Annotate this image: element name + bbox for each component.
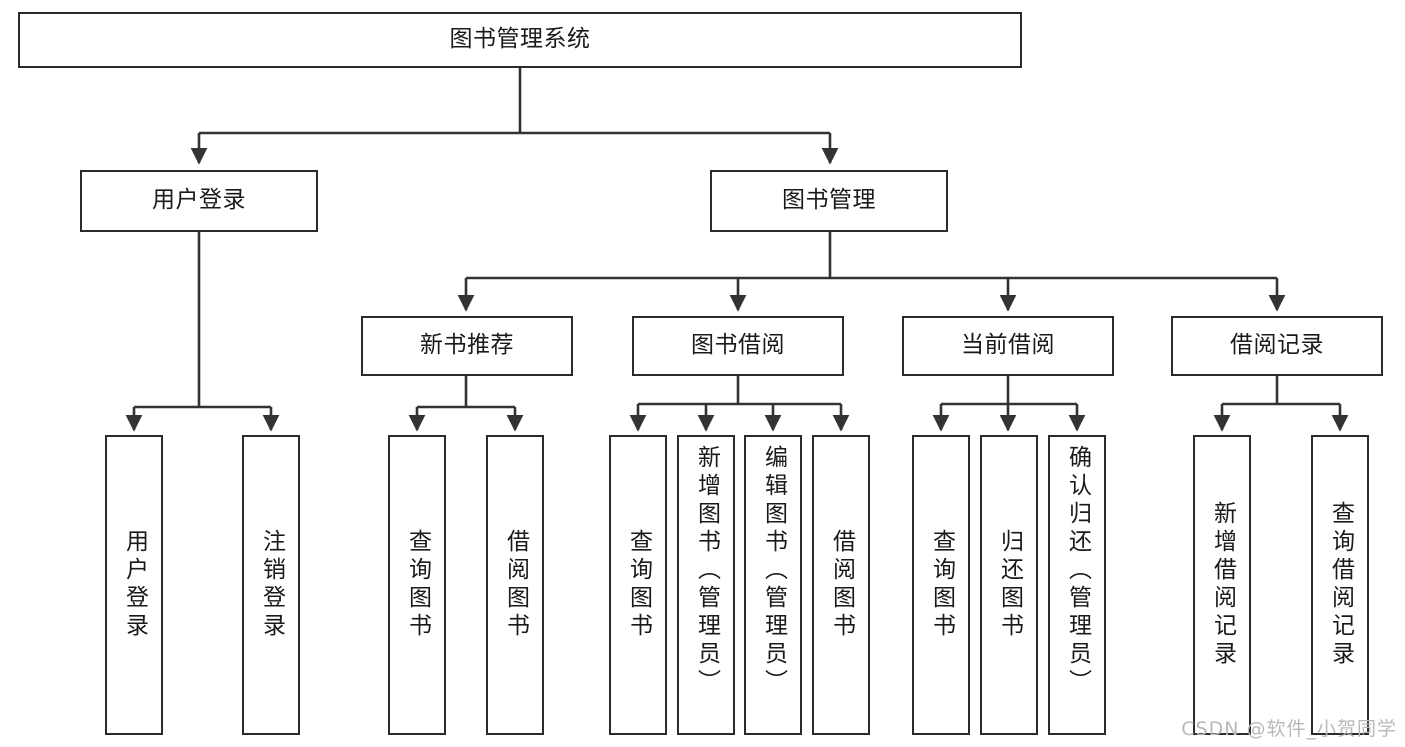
leaf-label: 借阅图书 <box>502 529 529 641</box>
node-current-borrow[interactable]: 当前借阅 <box>902 316 1114 376</box>
leaf-borrow-record-query-record[interactable]: 查询借阅记录 <box>1311 435 1369 735</box>
node-borrow-record[interactable]: 借阅记录 <box>1171 316 1383 376</box>
leaf-label: 新增借阅记录 <box>1209 501 1236 669</box>
leaf-label: 新增图书（管理员） <box>693 445 720 697</box>
leaf-label: 归还图书 <box>996 529 1023 641</box>
node-label: 用户登录 <box>152 187 246 214</box>
leaf-label: 编辑图书（管理员） <box>760 445 787 697</box>
node-book-borrow[interactable]: 图书借阅 <box>632 316 844 376</box>
leaf-label: 查询图书 <box>928 529 955 641</box>
node-label: 图书借阅 <box>691 332 785 359</box>
leaf-current-borrow-return-book[interactable]: 归还图书 <box>980 435 1038 735</box>
leaf-book-borrow-edit-book-admin[interactable]: 编辑图书（管理员） <box>744 435 802 735</box>
leaf-label: 查询图书 <box>404 529 431 641</box>
node-root-book-management-system[interactable]: 图书管理系统 <box>18 12 1022 68</box>
leaf-new-book-query-book[interactable]: 查询图书 <box>388 435 446 735</box>
leaf-book-borrow-query-book[interactable]: 查询图书 <box>609 435 667 735</box>
node-label: 新书推荐 <box>420 332 514 359</box>
leaf-new-book-borrow-book[interactable]: 借阅图书 <box>486 435 544 735</box>
node-new-book-recommend[interactable]: 新书推荐 <box>361 316 573 376</box>
leaf-label: 借阅图书 <box>828 529 855 641</box>
leaf-borrow-record-add-record[interactable]: 新增借阅记录 <box>1193 435 1251 735</box>
leaf-book-borrow-borrow-book[interactable]: 借阅图书 <box>812 435 870 735</box>
node-user-login[interactable]: 用户登录 <box>80 170 318 232</box>
leaf-current-borrow-query-book[interactable]: 查询图书 <box>912 435 970 735</box>
node-label: 当前借阅 <box>961 332 1055 359</box>
leaf-label: 用户登录 <box>121 529 148 641</box>
node-book-management[interactable]: 图书管理 <box>710 170 948 232</box>
leaf-label: 确认归还（管理员） <box>1064 445 1091 697</box>
leaf-current-borrow-confirm-return-admin[interactable]: 确认归还（管理员） <box>1048 435 1106 735</box>
leaf-label: 注销登录 <box>258 529 285 641</box>
leaf-label: 查询借阅记录 <box>1327 501 1354 669</box>
node-label: 借阅记录 <box>1230 332 1324 359</box>
leaf-user-login-logout[interactable]: 注销登录 <box>242 435 300 735</box>
node-label: 图书管理系统 <box>449 26 591 53</box>
node-label: 图书管理 <box>782 187 876 214</box>
leaf-label: 查询图书 <box>625 529 652 641</box>
leaf-user-login-login[interactable]: 用户登录 <box>105 435 163 735</box>
leaf-book-borrow-add-book-admin[interactable]: 新增图书（管理员） <box>677 435 735 735</box>
